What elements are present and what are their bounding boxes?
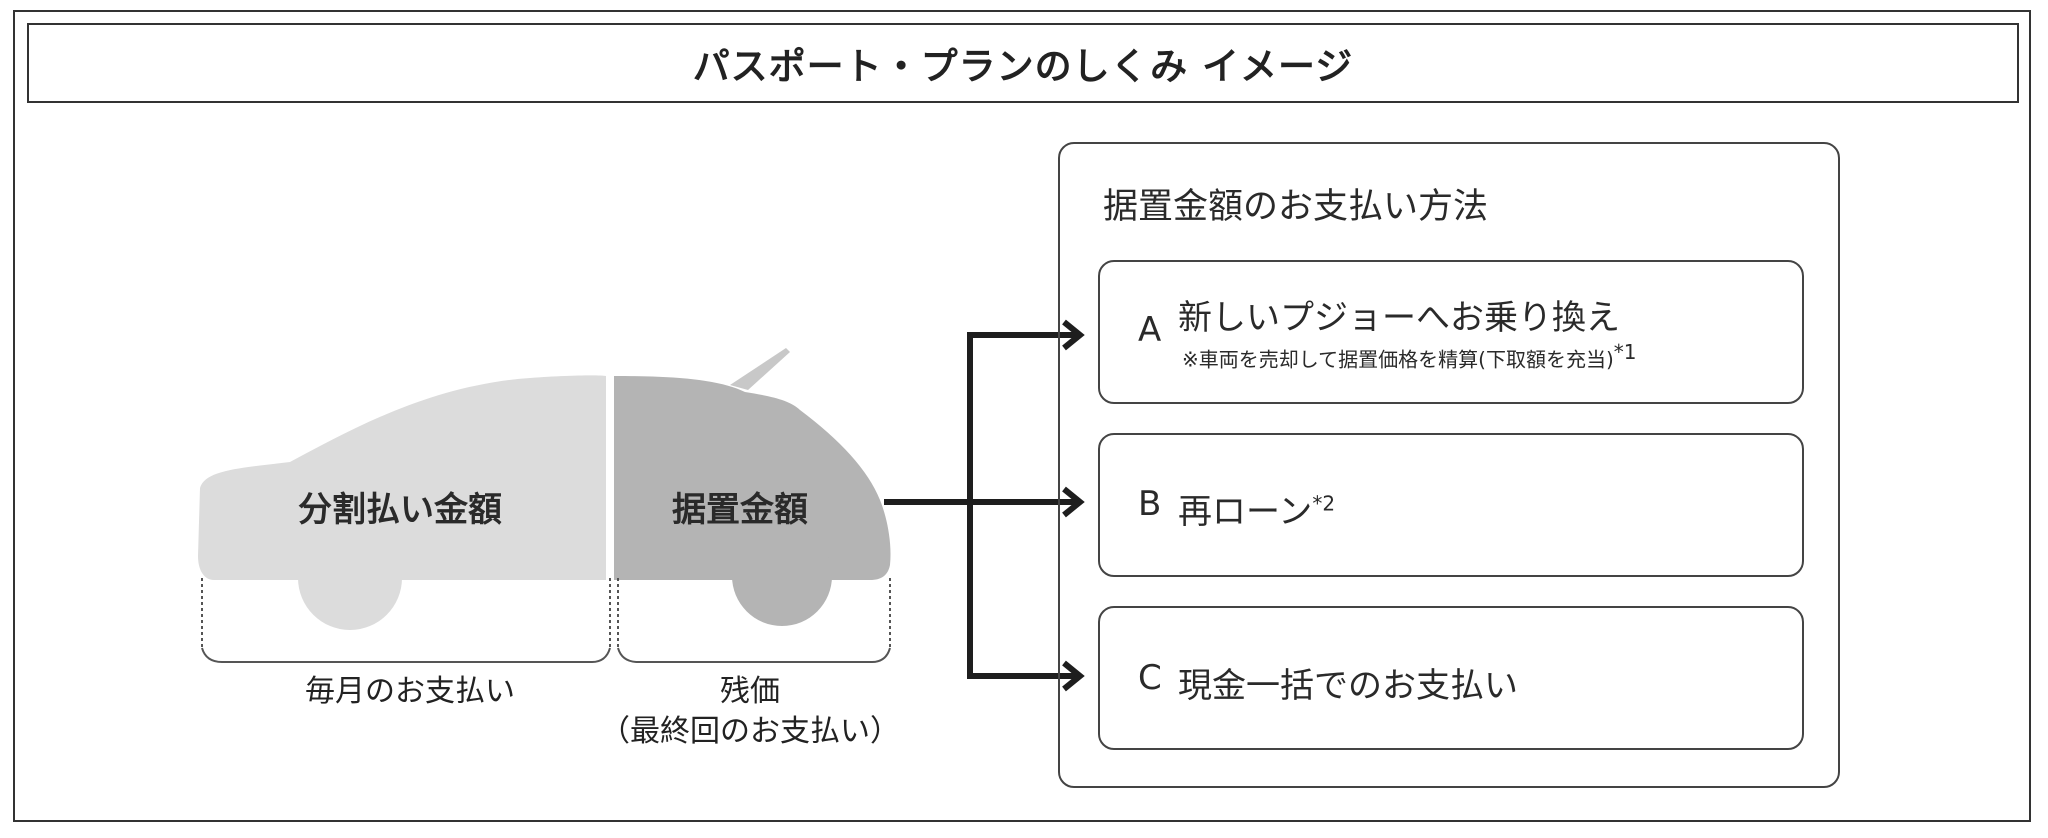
title-box: パスポート・プランのしくみ イメージ (27, 23, 2019, 103)
option-b-letter: B (1138, 484, 1162, 524)
installment-amount-label: 分割払い金額 (298, 490, 502, 530)
panel-title: 据置金額のお支払い方法 (1103, 187, 1489, 227)
right-bracket-bottom (617, 647, 891, 663)
residual-value-caption: 残価 （最終回のお支払い） (560, 672, 940, 752)
monthly-payment-text: 毎月のお支払い (305, 674, 515, 709)
car-rear-body (614, 376, 891, 580)
option-b-text: 再ローン*2 (1178, 484, 1335, 533)
arrow-head-c (1062, 660, 1085, 692)
car-front-body (198, 375, 606, 580)
flow-arrows (884, 319, 1085, 692)
arrow-head-a (1062, 319, 1085, 351)
option-b-box (1098, 433, 1804, 577)
option-a-text: 新しいプジョーへお乗り換え (1178, 298, 1620, 338)
option-c-box (1098, 606, 1804, 750)
final-payment-text: （最終回のお支払い） (600, 714, 900, 749)
left-bracket-bottom (201, 647, 611, 663)
residual-value-text: 残価 (720, 674, 780, 709)
option-a-box (1098, 260, 1804, 404)
car-illustration (198, 348, 891, 630)
car-rear-wheel (732, 526, 832, 626)
car-front-wheel (298, 526, 402, 630)
option-c-text: 現金一括でのお支払い (1178, 666, 1518, 706)
payment-brackets (201, 578, 891, 663)
monthly-payment-caption: 毎月のお支払い (260, 672, 560, 712)
payment-methods-panel (1058, 142, 1840, 788)
outer-frame (13, 10, 2031, 822)
option-a-note: ※車両を売却して据置価格を精算(下取額を充当)*1 (1182, 340, 1637, 373)
car-spoiler (730, 348, 790, 390)
option-a-letter: A (1138, 310, 1162, 350)
arrow-head-b (1062, 486, 1085, 518)
deferred-amount-label: 据置金額 (672, 490, 808, 530)
option-b-footnote-mark: *2 (1312, 491, 1336, 516)
option-c-letter: C (1138, 658, 1162, 698)
option-a-footnote-mark: *1 (1613, 340, 1637, 364)
page-title: パスポート・プランのしくみ イメージ (692, 45, 1354, 88)
option-a-note-text: ※車両を売却して据置価格を精算(下取額を充当) (1182, 347, 1614, 372)
option-b-text-label: 再ローン (1178, 492, 1313, 532)
